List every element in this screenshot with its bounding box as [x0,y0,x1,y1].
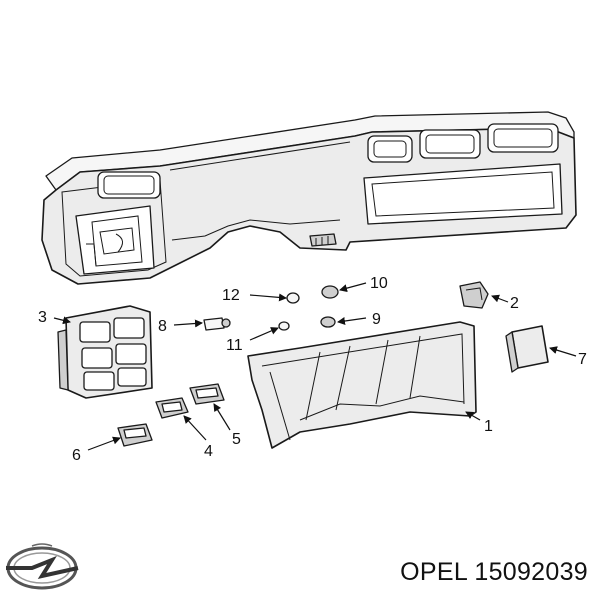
part-number: 15092039 [474,558,588,586]
part-1-cluster-bezel [247,321,477,449]
leader-5 [213,403,231,431]
leader-8 [173,319,203,328]
brand-name: OPEL [400,558,468,586]
left-vent-opening [97,171,161,199]
part-5-switch [189,383,225,405]
callout-6: 6 [72,447,81,464]
brand-part-number: OPEL 15092039 [400,558,588,587]
right-vent-opening-2 [419,129,481,159]
part-3-switch-panel [57,305,153,399]
leader-3 [53,316,71,325]
right-vent-opening-3 [487,123,559,153]
part-11-bulb [278,321,290,331]
callout-4: 4 [204,443,213,460]
brand-footer: OPEL 15092039 [0,530,600,600]
callout-1: 1 [484,418,493,435]
callout-5: 5 [232,431,241,448]
part-8-bulb [203,317,231,331]
callout-11: 11 [226,337,243,354]
leader-7 [549,346,577,357]
leader-4 [183,415,207,441]
instrument-panel [41,111,577,285]
leader-10 [339,282,367,293]
callout-8: 8 [158,318,167,335]
left-cluster-cavity [75,205,155,275]
callout-9: 9 [372,311,381,328]
callout-7: 7 [578,351,587,368]
part-4-switch [155,397,189,419]
part-12-bulb [286,292,300,304]
part-10-socket [321,285,339,299]
leader-1 [465,411,481,421]
part-6-switch [117,423,153,447]
part-2-bracket [459,281,489,309]
leader-9 [337,317,367,325]
leader-11 [249,327,279,341]
callout-12: 12 [222,287,240,304]
callout-3: 3 [38,309,47,326]
leader-2 [491,294,509,303]
part-7-cover [505,325,549,373]
opel-logo-icon [6,543,79,590]
callout-10: 10 [370,275,388,292]
glove-box-opening [363,163,563,225]
part-9-socket [320,316,336,328]
leader-12 [249,293,287,302]
callout-2: 2 [510,295,519,312]
leader-6 [87,436,121,451]
right-vent-opening-1 [367,135,413,163]
